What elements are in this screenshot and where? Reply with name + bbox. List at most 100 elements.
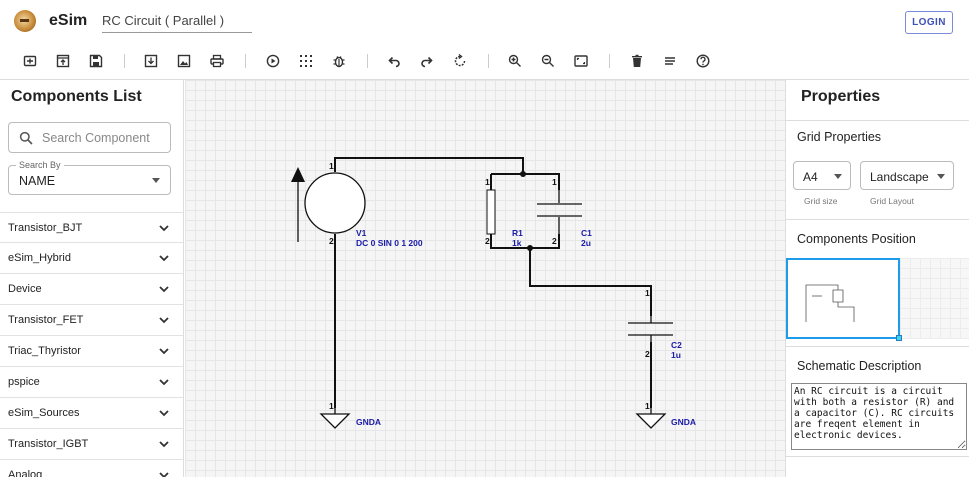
login-button[interactable]: LOGIN (905, 11, 953, 34)
search-by-label: Search By (16, 160, 64, 170)
schematic-canvas[interactable]: 1 2 1 2 1 2 1 2 1 1 V1 DC 0 SIN 0 1 200 … (185, 80, 785, 477)
open-file-icon[interactable] (54, 52, 72, 70)
app-name: eSim (49, 12, 88, 29)
schematic-description-textarea[interactable]: An RC circuit is a circuit with both a r… (791, 383, 967, 450)
chevron-down-icon (159, 348, 169, 355)
components-panel-title: Components List (11, 88, 142, 105)
schematic-drawing: 1 2 1 2 1 2 1 2 1 1 V1 DC 0 SIN 0 1 200 … (291, 157, 696, 429)
zoom-out-icon[interactable] (539, 52, 557, 70)
minimap-preview (805, 284, 855, 322)
grid-layout-caption: Grid Layout (870, 196, 914, 206)
pin-number: 1 (645, 401, 650, 411)
search-by-select[interactable]: Search By NAME (8, 160, 171, 195)
pin-number: 2 (645, 349, 650, 359)
clear-all-icon[interactable] (661, 52, 679, 70)
dropdown-caret-icon (834, 174, 842, 179)
print-icon[interactable] (208, 52, 226, 70)
toolbar-divider (609, 54, 610, 68)
minimap-grid (900, 258, 969, 339)
rotate-icon[interactable] (451, 52, 469, 70)
grid-layout-value: Landscape (870, 170, 929, 184)
chevron-down-icon (159, 255, 169, 262)
chevron-down-icon (159, 410, 169, 417)
v1-name-label: V1 (356, 228, 367, 238)
grid-size-caption: Grid size (804, 196, 838, 206)
toolbar (0, 44, 969, 80)
debug-icon[interactable] (330, 52, 348, 70)
ground-label: GNDA (356, 417, 381, 427)
r1-value-label: 1k (512, 238, 522, 248)
help-icon[interactable] (694, 52, 712, 70)
capacitor-c1[interactable] (537, 190, 582, 234)
search-field[interactable] (8, 122, 171, 153)
divider (786, 456, 969, 457)
divider (786, 346, 969, 347)
save-icon[interactable] (87, 52, 105, 70)
grid-properties-title: Grid Properties (797, 130, 882, 144)
grid-icon[interactable] (297, 52, 315, 70)
divider (786, 120, 969, 121)
simulate-icon[interactable] (264, 52, 282, 70)
pin-number: 1 (329, 161, 334, 171)
junction-dot (527, 245, 533, 251)
toolbar-divider (124, 54, 125, 68)
pin-number: 1 (552, 177, 557, 187)
components-position-title: Components Position (797, 232, 916, 246)
chevron-down-icon (159, 286, 169, 293)
library-item-pspice[interactable]: pspice (0, 367, 183, 398)
fit-screen-icon[interactable] (572, 52, 590, 70)
wire[interactable] (490, 234, 560, 249)
components-panel: Components List Search By NAME Transisto… (0, 80, 184, 477)
zoom-in-icon[interactable] (506, 52, 524, 70)
wire[interactable] (491, 173, 560, 190)
library-item-esim-sources[interactable]: eSim_Sources (0, 398, 183, 429)
resistor-r1[interactable] (486, 189, 496, 235)
ground-symbol-1[interactable] (319, 408, 351, 429)
pin-number: 1 (329, 401, 334, 411)
delete-icon[interactable] (628, 52, 646, 70)
properties-title: Properties (801, 88, 881, 105)
circuit-title-input[interactable]: RC Circuit ( Parallel ) (102, 13, 252, 33)
minimap-resize-handle[interactable] (896, 335, 902, 341)
image-icon[interactable] (175, 52, 193, 70)
new-file-icon[interactable] (21, 52, 39, 70)
undo-icon[interactable] (385, 52, 403, 70)
pin-number: 1 (645, 288, 650, 298)
search-icon (19, 131, 33, 145)
library-item-transistor-fet[interactable]: Transistor_FET (0, 305, 183, 336)
pin-number: 2 (485, 236, 490, 246)
search-input[interactable] (42, 129, 167, 147)
grid-size-value: A4 (803, 170, 818, 184)
c1-name-label: C1 (581, 228, 592, 238)
library-item-esim-hybrid[interactable]: eSim_Hybrid (0, 243, 183, 274)
dropdown-caret-icon (152, 178, 160, 183)
redo-icon[interactable] (418, 52, 436, 70)
toolbar-divider (245, 54, 246, 68)
properties-panel: Properties Grid Properties A4 Grid size … (785, 80, 969, 477)
dropdown-caret-icon (937, 174, 945, 179)
esim-logo-icon (14, 10, 36, 32)
c2-name-label: C2 (671, 340, 682, 350)
voltage-source-v1[interactable] (291, 167, 366, 242)
library-item-transistor-bjt[interactable]: Transistor_BJT (0, 212, 183, 243)
schematic-description-title: Schematic Description (797, 359, 922, 373)
capacitor-c2[interactable] (628, 302, 673, 342)
components-position-minimap[interactable] (786, 258, 902, 341)
chevron-down-icon (159, 317, 169, 324)
grid-layout-select[interactable]: Landscape (860, 161, 954, 190)
library-item-transistor-igbt[interactable]: Transistor_IGBT (0, 429, 183, 460)
wire[interactable] (529, 248, 652, 316)
chevron-down-icon (159, 225, 169, 232)
ground-symbol-2[interactable] (635, 408, 667, 429)
search-by-value: NAME (19, 174, 56, 188)
export-icon[interactable] (142, 52, 160, 70)
library-item-triac-thyristor[interactable]: Triac_Thyristor (0, 336, 183, 367)
wire[interactable] (334, 157, 524, 174)
chevron-down-icon (159, 379, 169, 386)
divider (786, 219, 969, 220)
library-item-analog[interactable]: Analog (0, 460, 183, 477)
pin-number: 1 (485, 177, 490, 187)
grid-size-select[interactable]: A4 (793, 161, 851, 190)
library-item-device[interactable]: Device (0, 274, 183, 305)
v1-value-label: DC 0 SIN 0 1 200 (356, 238, 423, 248)
